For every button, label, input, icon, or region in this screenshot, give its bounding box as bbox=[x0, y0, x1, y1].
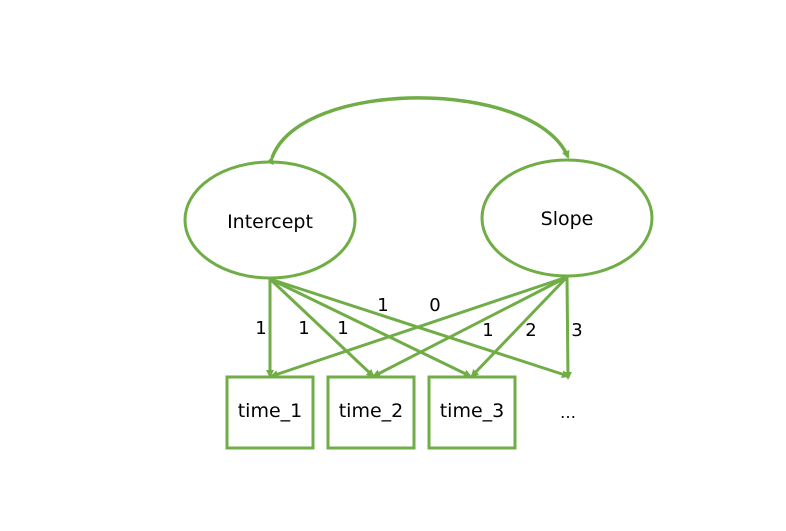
path-slope-time-1 bbox=[270, 275, 568, 378]
loading-slope-more: 3 bbox=[571, 320, 582, 341]
intercept-factor bbox=[183, 160, 357, 280]
covariance-arrow bbox=[266, 96, 570, 165]
time-3-label: time_3 bbox=[440, 400, 505, 422]
loading-intercept-time-1: 1 bbox=[255, 318, 266, 339]
loading-slope-time-2: 1 bbox=[482, 320, 493, 341]
slope-label: Slope bbox=[541, 208, 594, 230]
path-slope-time-3 bbox=[470, 275, 569, 378]
loading-slope-time-1: 0 bbox=[429, 295, 440, 316]
path-intercept-time-3 bbox=[269, 277, 472, 378]
time-1-label: time_1 bbox=[238, 400, 303, 422]
loading-intercept-time-3: 1 bbox=[337, 318, 348, 339]
path-slope-time-2 bbox=[372, 275, 568, 378]
intercept-label: Intercept bbox=[227, 211, 313, 233]
time-2-label: time_2 bbox=[339, 400, 404, 422]
loading-slope-time-3: 2 bbox=[525, 320, 536, 341]
path-intercept-time-2 bbox=[268, 277, 375, 378]
more-ellipsis: … bbox=[560, 403, 576, 422]
slope-factor bbox=[480, 158, 654, 278]
loading-intercept-more: 1 bbox=[377, 295, 388, 316]
loading-intercept-time-2: 1 bbox=[298, 318, 309, 339]
path-slope-more bbox=[563, 276, 572, 380]
